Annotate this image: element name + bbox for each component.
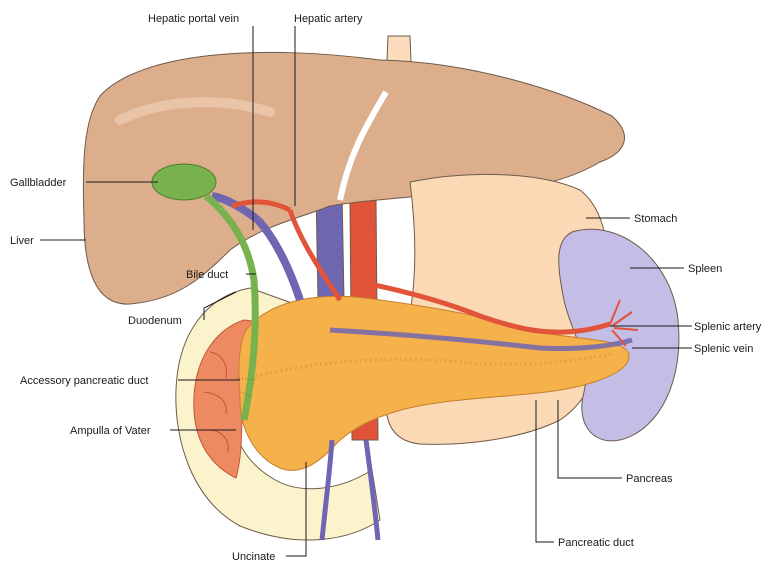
spleen	[559, 229, 679, 441]
label-splenic-vein: Splenic vein	[694, 343, 753, 355]
label-duodenum: Duodenum	[128, 315, 182, 327]
label-hepatic-portal-vein: Hepatic portal vein	[148, 13, 239, 25]
label-splenic-artery: Splenic artery	[694, 321, 762, 333]
label-liver: Liver	[10, 235, 34, 247]
label-uncinate: Uncinate	[232, 551, 275, 563]
label-stomach: Stomach	[634, 213, 677, 225]
label-bile-duct: Bile duct	[186, 269, 228, 281]
label-gallbladder: Gallbladder	[10, 177, 67, 189]
label-pancreas: Pancreas	[626, 473, 673, 485]
label-accessory-pancreatic-duct: Accessory pancreatic duct	[20, 375, 148, 387]
label-pancreatic-duct: Pancreatic duct	[558, 537, 634, 549]
label-spleen: Spleen	[688, 263, 722, 275]
label-ampulla-of-vater: Ampulla of Vater	[70, 425, 151, 437]
label-hepatic-artery: Hepatic artery	[294, 13, 363, 25]
gallbladder	[152, 164, 216, 200]
